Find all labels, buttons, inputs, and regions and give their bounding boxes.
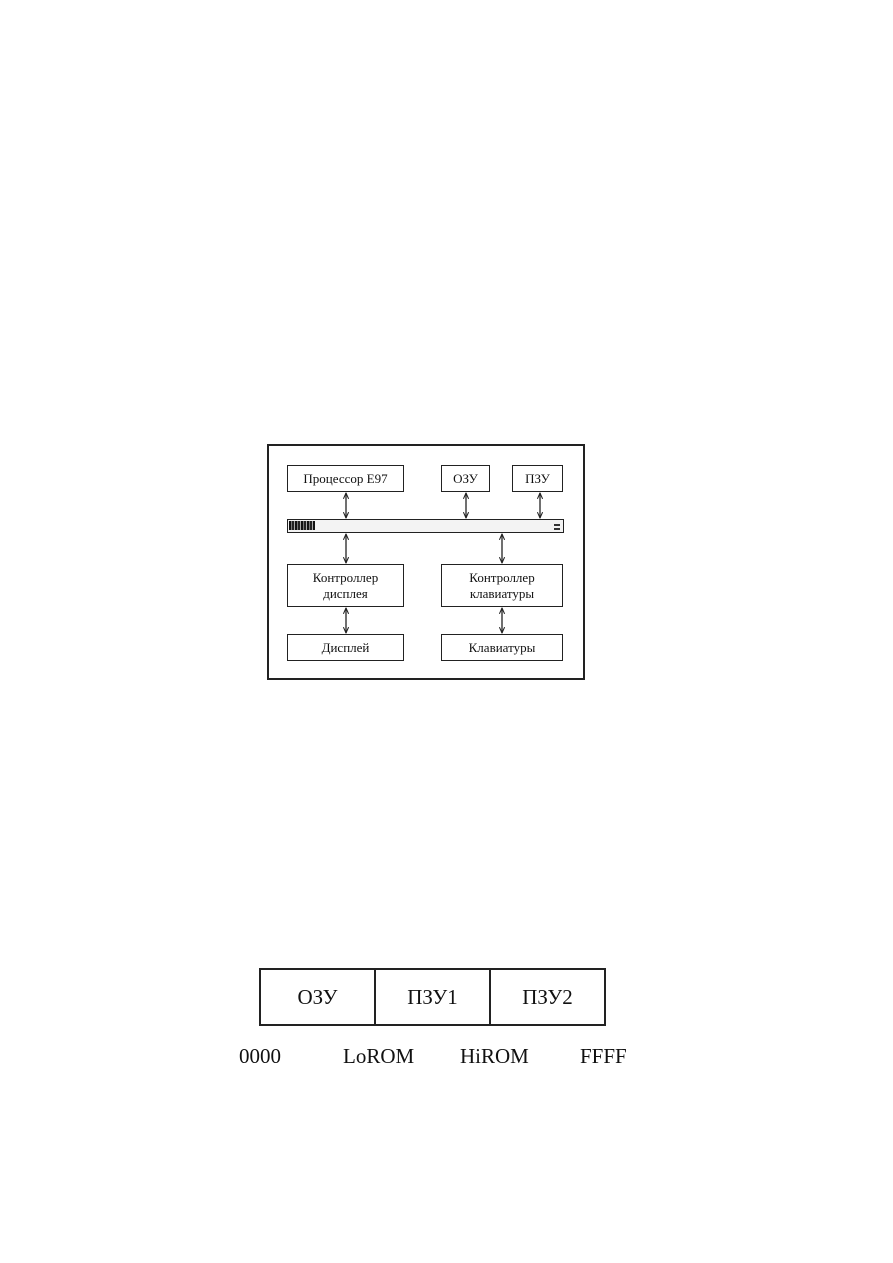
memory-map-bar: ОЗУ ПЗУ1 ПЗУ2 <box>259 968 606 1026</box>
bus-scan-artifact-right <box>554 522 560 530</box>
ram-box: ОЗУ <box>441 465 490 492</box>
display-controller-box: Контроллер дисплея <box>287 564 404 607</box>
address-hirom-label: HiROM <box>460 1044 529 1068</box>
keyboard-box: Клавиатуры <box>441 634 563 661</box>
rom-box: ПЗУ <box>512 465 563 492</box>
memory-segment-rom1: ПЗУ1 <box>376 970 491 1024</box>
address-start-label: 0000 <box>239 1044 281 1068</box>
memory-segment-rom2: ПЗУ2 <box>522 984 573 1009</box>
address-end-label: FFFF <box>580 1044 627 1068</box>
system-bus <box>287 519 564 533</box>
memory-segment-ram: ОЗУ <box>261 970 376 1024</box>
bus-scan-artifact-left <box>289 521 315 530</box>
block-diagram-frame <box>267 444 585 680</box>
address-lorom-label: LoROM <box>343 1044 415 1068</box>
cpu-box: Процессор Е97 <box>287 465 404 492</box>
display-box: Дисплей <box>287 634 404 661</box>
keyboard-controller-box: Контроллер клавиатуры <box>441 564 563 607</box>
